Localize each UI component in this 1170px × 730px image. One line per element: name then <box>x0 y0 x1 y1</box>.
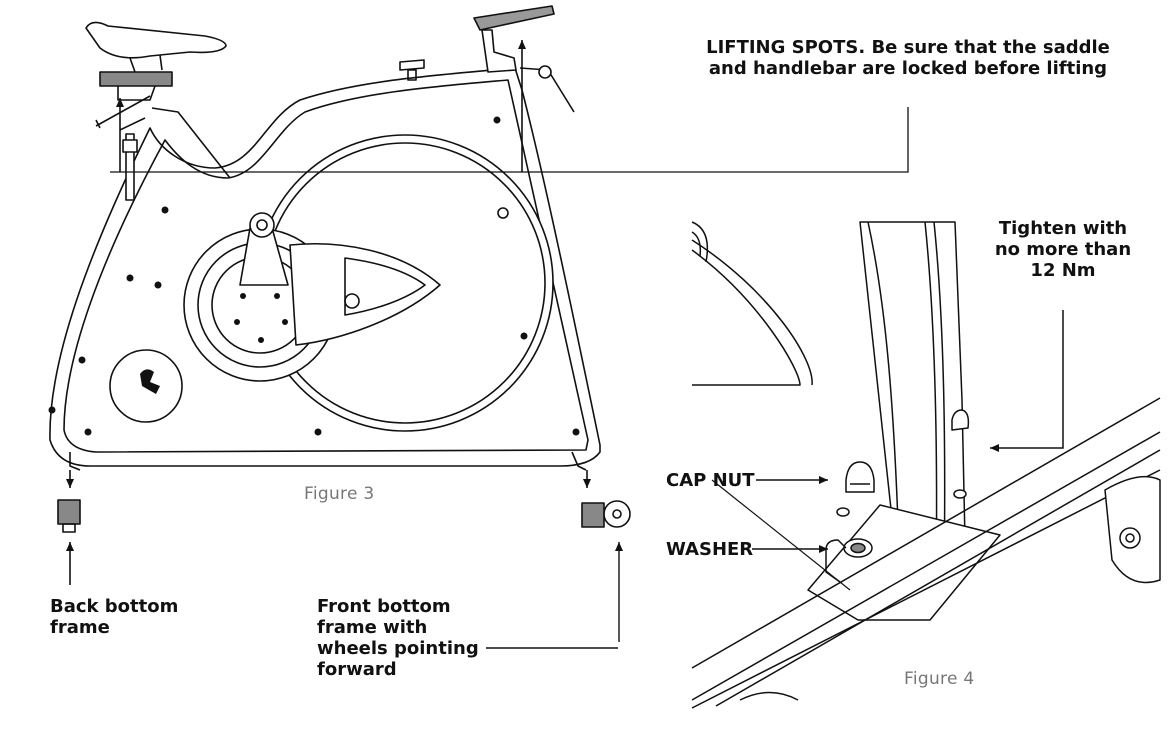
front-label-line1: Front bottom <box>317 596 451 617</box>
front-label-line2: frame with <box>317 617 428 638</box>
front-label-line4: forward <box>317 659 397 680</box>
figure3-arrows <box>66 40 909 649</box>
lifting-spots-line1: LIFTING SPOTS. Be sure that the saddle <box>706 37 1110 58</box>
figure4-arrows <box>711 310 1064 591</box>
cap-nut-label: CAP NUT <box>666 470 755 491</box>
figure4-caption: Figure 4 <box>904 669 975 689</box>
back-bottom-frame-label: Back bottom frame <box>50 596 178 638</box>
tighten-line1: Tighten with <box>998 218 1128 239</box>
front-wheel-part <box>581 502 605 528</box>
cap-nut <box>845 461 875 493</box>
lifting-spots-label: LIFTING SPOTS. Be sure that the saddle a… <box>690 37 1126 79</box>
back-label-line1: Back bottom <box>50 596 179 617</box>
lifting-spots-line2: and handlebar are locked before lifting <box>708 58 1108 79</box>
frame-bolts <box>48 116 580 436</box>
cap-nut-rear <box>951 409 970 431</box>
bike-figure <box>48 5 631 533</box>
tighten-label: Tighten with no more than 12 Nm <box>978 218 1148 281</box>
front-bottom-frame-label: Front bottom frame with wheels pointing … <box>317 596 479 680</box>
front-label-line3: wheels pointing <box>317 638 479 659</box>
handlebar <box>473 5 555 31</box>
figure3-caption: Figure 3 <box>304 484 375 504</box>
tighten-line3: 12 Nm <box>1030 260 1096 281</box>
detail-figure <box>691 221 1161 709</box>
tighten-line2: no more than <box>994 239 1132 260</box>
back-foot-part <box>57 499 81 525</box>
saddle-clamp <box>99 71 173 87</box>
back-label-line2: frame <box>50 617 110 638</box>
washer-label: WASHER <box>666 539 754 560</box>
saddle <box>85 21 227 59</box>
